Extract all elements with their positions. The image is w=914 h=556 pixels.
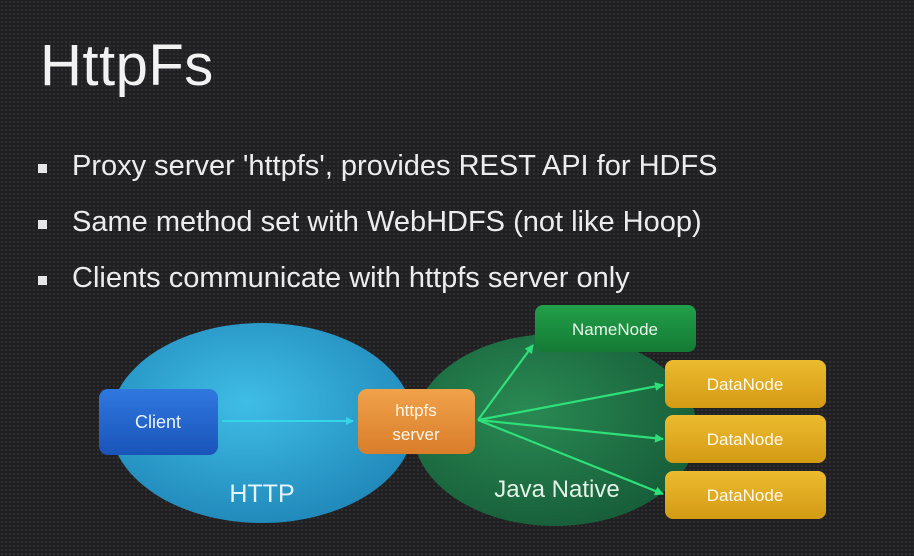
- datanode-label: DataNode: [707, 375, 784, 394]
- bullet-square-icon: [38, 276, 47, 285]
- slide-title: HttpFs: [40, 33, 214, 98]
- http-region: [110, 323, 414, 523]
- bullet-text: Proxy server 'httpfs', provides REST API…: [72, 150, 718, 182]
- httpfs-to-datanode3-arrow: [477, 418, 664, 496]
- bullet-square-icon: [38, 164, 47, 173]
- bullet-item: Clients communicate with httpfs server o…: [38, 262, 718, 318]
- bullet-text: Same method set with WebHDFS (not like H…: [72, 206, 702, 238]
- client-node: Client: [99, 389, 218, 455]
- datanode-label: DataNode: [707, 486, 784, 505]
- bullet-square-icon: [38, 220, 47, 229]
- httpfs-label-line1: httpfs: [395, 401, 437, 420]
- httpfs-server-node: httpfs server: [358, 389, 475, 454]
- namenode-node: NameNode: [535, 305, 696, 352]
- bullet-text: Clients communicate with httpfs server o…: [72, 262, 630, 294]
- datanode-label: DataNode: [707, 430, 784, 449]
- httpfs-label-line2: server: [392, 425, 440, 444]
- datanode-node: DataNode: [665, 415, 826, 463]
- bullet-list: Proxy server 'httpfs', provides REST API…: [38, 150, 718, 318]
- client-label: Client: [135, 412, 181, 432]
- datanode-node: DataNode: [665, 471, 826, 519]
- httpfs-to-datanode2-arrow: [477, 418, 664, 443]
- bullet-item: Same method set with WebHDFS (not like H…: [38, 206, 718, 262]
- java-native-region-label: Java Native: [494, 476, 619, 503]
- bullet-item: Proxy server 'httpfs', provides REST API…: [38, 150, 718, 206]
- namenode-label: NameNode: [572, 320, 658, 339]
- http-region-label: HTTP: [229, 480, 294, 508]
- httpfs-to-datanode1-arrow: [477, 382, 664, 422]
- java-native-region: [413, 334, 697, 526]
- httpfs-to-namenode-arrow: [477, 344, 534, 421]
- datanode-node: DataNode: [665, 360, 826, 408]
